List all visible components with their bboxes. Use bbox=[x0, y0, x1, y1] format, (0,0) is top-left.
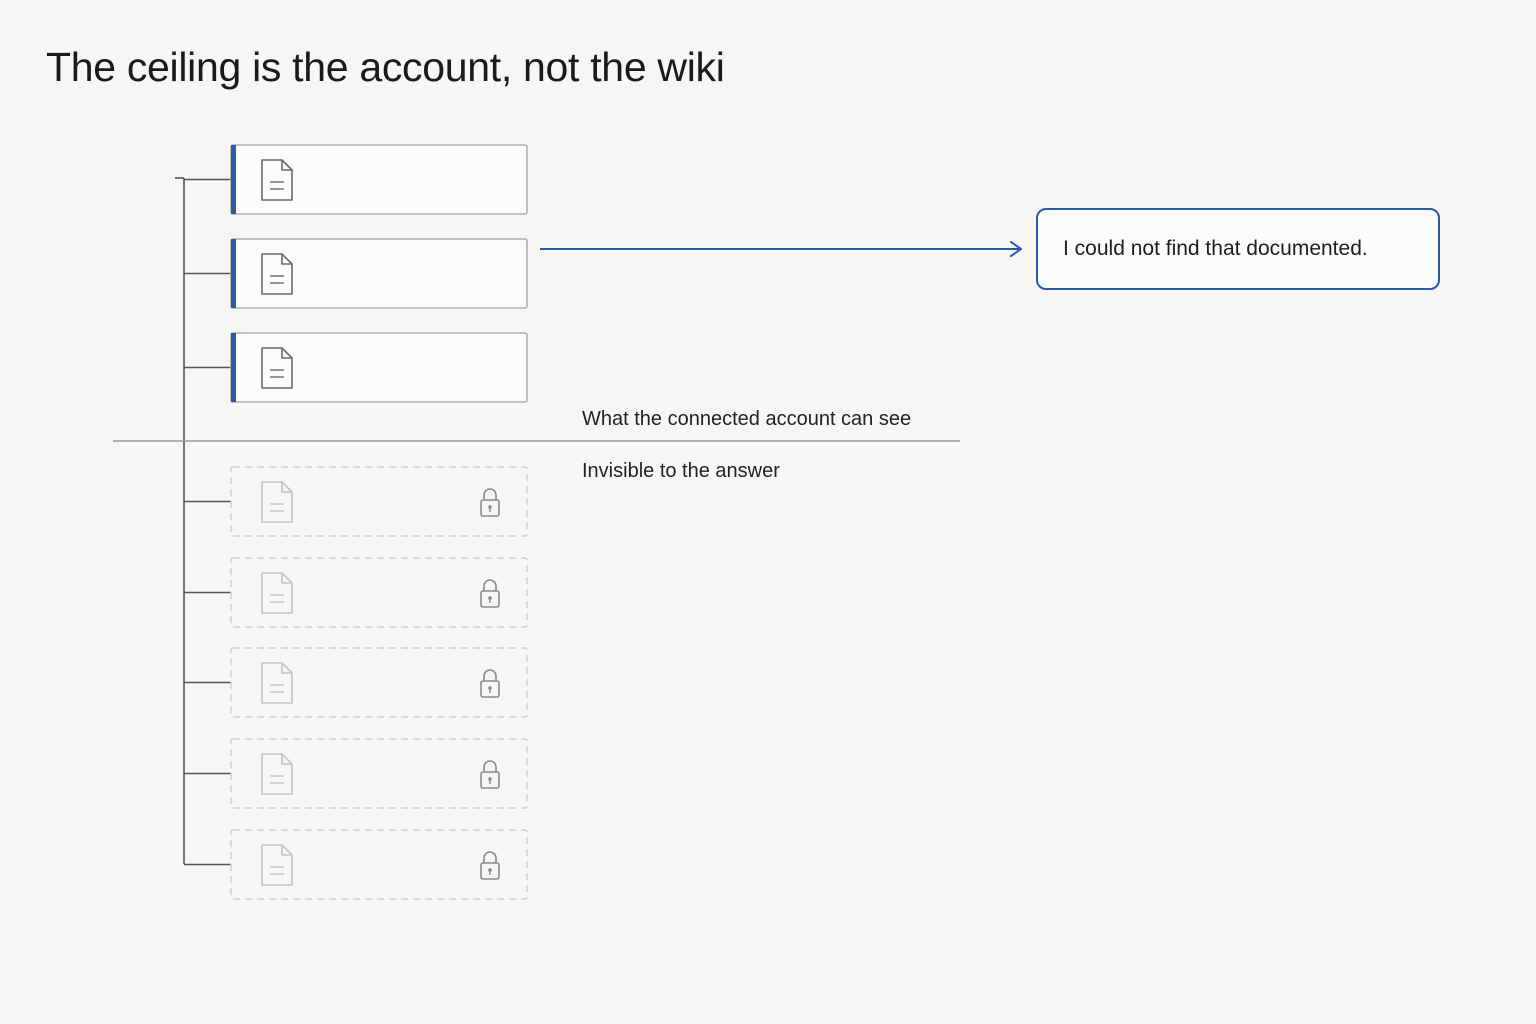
document-icon bbox=[261, 662, 293, 704]
document-card bbox=[230, 738, 528, 809]
answer-box: I could not find that documented. bbox=[1036, 208, 1440, 290]
accent-bar bbox=[231, 145, 236, 214]
document-card bbox=[230, 238, 528, 309]
document-icon bbox=[261, 159, 293, 201]
document-icon bbox=[261, 347, 293, 389]
visible-document-node bbox=[184, 332, 528, 403]
lock-icon bbox=[480, 488, 500, 517]
document-icon bbox=[261, 572, 293, 614]
locked-document-node bbox=[184, 647, 528, 718]
locked-document-node bbox=[184, 557, 528, 628]
document-card bbox=[230, 829, 528, 900]
lock-icon bbox=[480, 579, 500, 608]
document-icon bbox=[261, 481, 293, 523]
document-card bbox=[230, 332, 528, 403]
document-icon bbox=[261, 753, 293, 795]
document-card bbox=[230, 466, 528, 537]
document-icon bbox=[261, 844, 293, 886]
document-card bbox=[230, 144, 528, 215]
document-card bbox=[230, 647, 528, 718]
locked-document-node bbox=[184, 829, 528, 900]
document-card bbox=[230, 557, 528, 628]
document-icon bbox=[261, 253, 293, 295]
document-nodes bbox=[184, 144, 528, 900]
accent-bar bbox=[231, 239, 236, 308]
visible-zone-label: What the connected account can see bbox=[582, 408, 912, 430]
accent-bar bbox=[231, 333, 236, 402]
lock-icon bbox=[480, 760, 500, 789]
hidden-zone-label: Invisible to the answer bbox=[582, 460, 780, 482]
answer-text: I could not find that documented. bbox=[1063, 237, 1368, 260]
locked-document-node bbox=[184, 466, 528, 537]
lock-icon bbox=[480, 851, 500, 880]
visible-document-node bbox=[184, 238, 528, 309]
visible-document-node bbox=[184, 144, 528, 215]
locked-document-node bbox=[184, 738, 528, 809]
lock-icon bbox=[480, 669, 500, 698]
page-title: The ceiling is the account, not the wiki bbox=[46, 44, 725, 90]
